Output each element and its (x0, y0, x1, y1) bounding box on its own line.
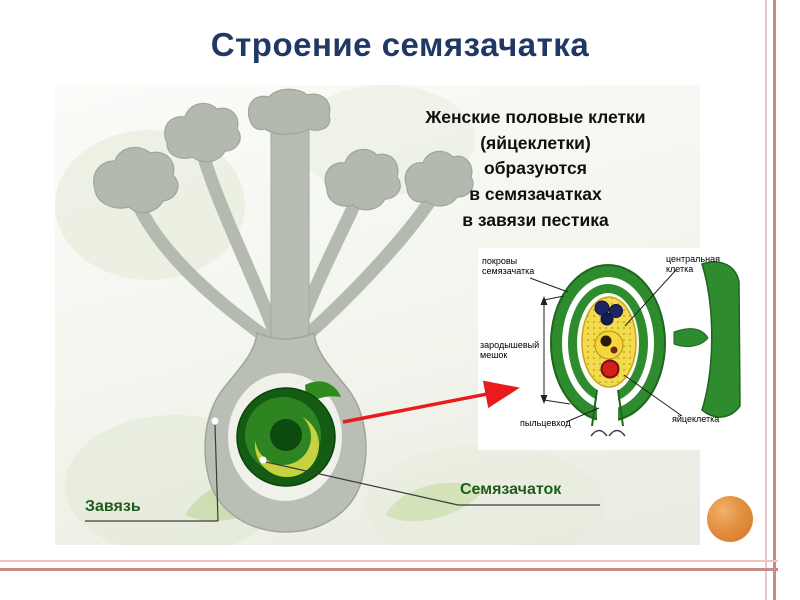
description-line: в семязачатках (469, 184, 602, 205)
ovary-pointer-dot (211, 417, 219, 425)
measure-line (540, 295, 571, 405)
frame-line-bottom-outer (0, 568, 778, 571)
ovule-label: Семязачаток (460, 481, 562, 498)
ovary-label: Завязь (85, 498, 141, 515)
description-line: в завязи пестика (462, 209, 609, 230)
label-connector-lines (85, 424, 600, 522)
egg-cell-shape (600, 359, 620, 379)
stigma-lobes (93, 88, 474, 214)
pollen-tube-arcs (590, 429, 626, 437)
antipodal-cells (594, 300, 623, 326)
funiculus-shape (673, 328, 709, 347)
micropyle-label: пыльцевход (520, 418, 571, 428)
central-cell-label: центральная клетка (666, 254, 720, 275)
description-line: (яйцеклетки) (480, 132, 591, 153)
description-text: Женские половые клетки (яйцеклетки) обра… (393, 105, 678, 234)
frame-line-right-outer (773, 0, 776, 600)
central-cell-shape (594, 330, 624, 360)
integument-label: покровы семязачатка (482, 256, 535, 277)
description-line: образуются (484, 158, 587, 179)
frame-line-bottom-inner (0, 560, 778, 562)
decorative-orange-circle (707, 496, 753, 542)
embryo-sac-label: зародышевый мешок (480, 340, 540, 361)
inset-connector-lines (529, 269, 683, 423)
ovary-wall-shape (701, 261, 741, 418)
pistil-style-column (270, 120, 310, 344)
slide-title: Строение семязачатка (210, 26, 590, 63)
egg-cell-label: яйцеклетка (672, 414, 720, 424)
ovule-pointer-dot (259, 456, 267, 464)
ovule-shape (236, 381, 341, 487)
micropyle-shape (591, 388, 624, 430)
pistil-diagram-area: Женские половые клетки (яйцеклетки) обра… (55, 85, 745, 545)
description-line: Женские половые клетки (425, 107, 646, 127)
ovule-inset-diagram: покровы семязачатка центральная клетка з… (478, 248, 745, 450)
ovule-structure-illustration (529, 261, 741, 437)
frame-line-right-inner (765, 0, 767, 600)
pistil-illustration (55, 85, 605, 545)
